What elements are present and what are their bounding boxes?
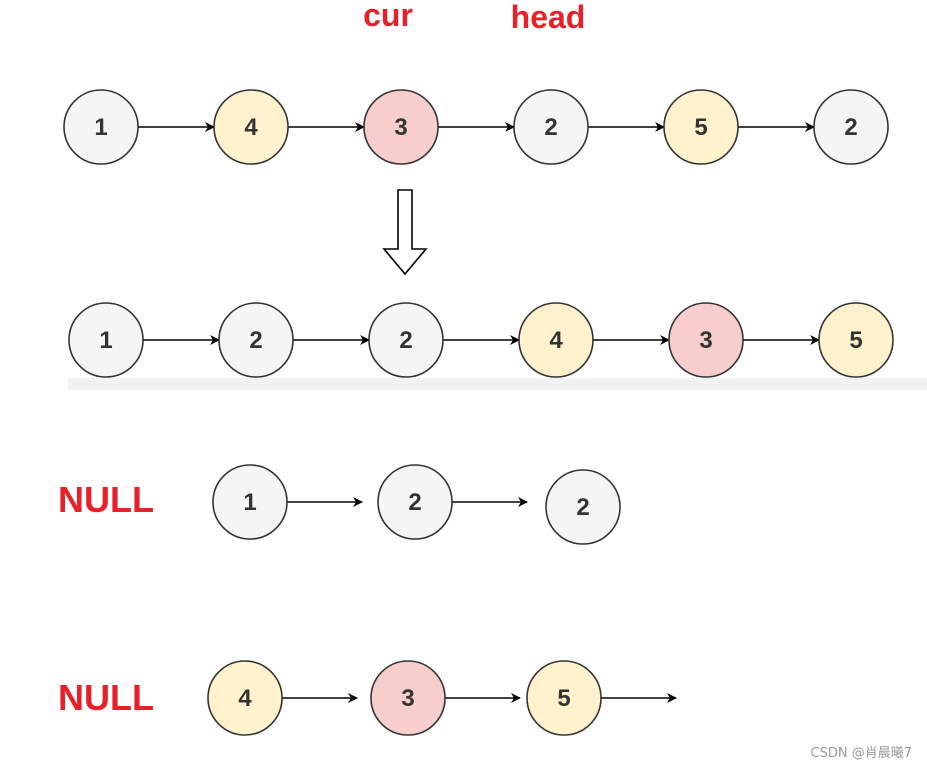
list-node-circle [363, 89, 439, 165]
list-node-circle [526, 660, 602, 736]
list-node-value: 1 [243, 489, 256, 516]
divider-band [68, 378, 927, 390]
null-label-bottom: NULL [58, 677, 154, 718]
list-node-circle [218, 302, 294, 378]
list-node-circle [813, 89, 889, 165]
list-node-value: 2 [399, 327, 412, 354]
list-node-value: 2 [249, 327, 262, 354]
list-node-circle [668, 302, 744, 378]
list-node-value: 4 [549, 327, 563, 354]
head-pointer-label: head [511, 0, 586, 35]
list-node-circle [63, 89, 139, 165]
list-node-value: 1 [99, 327, 112, 354]
list-node-circle [518, 302, 594, 378]
list-node-circle [212, 464, 288, 540]
list-node-circle [213, 89, 289, 165]
list-node-circle [818, 302, 894, 378]
null-label-top: NULL [58, 479, 154, 520]
list-node-circle [663, 89, 739, 165]
list-node-value: 4 [238, 685, 252, 712]
list-node-value: 2 [408, 489, 421, 516]
list-node-value: 3 [394, 114, 407, 141]
list-node-circle [68, 302, 144, 378]
list-node-circle [370, 660, 446, 736]
list-node-circle [368, 302, 444, 378]
list-node-value: 4 [244, 114, 258, 141]
cur-pointer-label: cur [363, 0, 413, 33]
watermark: CSDN @肖晨曦7 [811, 745, 912, 761]
list-node-value: 2 [844, 114, 857, 141]
list-node-value: 2 [576, 494, 589, 521]
row-large-list: 4 3 5 [207, 660, 677, 736]
list-node-value: 2 [544, 114, 557, 141]
row-partitioned: 1 2 2 4 3 5 [68, 302, 894, 378]
list-node-value: 5 [849, 327, 862, 354]
list-node-value: 5 [694, 114, 707, 141]
list-node-value: 5 [557, 685, 570, 712]
list-node-value: 1 [94, 114, 107, 141]
list-node-circle [377, 464, 453, 540]
list-node-circle [513, 89, 589, 165]
row-original: 1 4 3 2 5 2 [63, 89, 889, 165]
down-arrow-icon [382, 189, 428, 276]
row-small-list: 1 2 2 [212, 464, 621, 545]
list-node-value: 3 [699, 327, 712, 354]
list-node-circle [545, 469, 621, 545]
list-node-value: 3 [401, 685, 414, 712]
list-node-circle [207, 660, 283, 736]
